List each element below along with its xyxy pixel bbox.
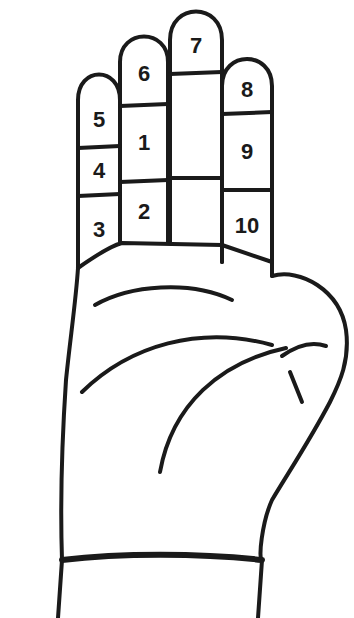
callout-number: 3 xyxy=(93,219,105,241)
callout-number: 6 xyxy=(138,63,150,85)
callout-number: 4 xyxy=(93,160,105,182)
callout-number: 10 xyxy=(235,215,259,237)
callout-number: 1 xyxy=(138,132,150,154)
callout-number: 9 xyxy=(241,141,253,163)
callout-number: 5 xyxy=(93,109,105,131)
callout-number: 8 xyxy=(241,79,253,101)
callout-number: 2 xyxy=(138,201,150,223)
callout-number: 7 xyxy=(190,35,202,57)
